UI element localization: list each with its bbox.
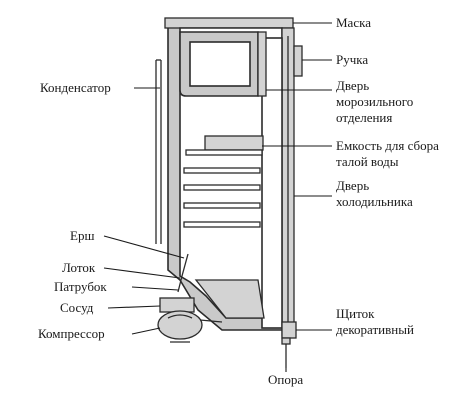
label-emkost-2: талой воды: [336, 154, 399, 169]
door-handle: [293, 45, 303, 77]
melt-water-tray: [185, 135, 264, 156]
mask-strip: [164, 17, 294, 29]
brush: [181, 253, 189, 277]
refrigerator-door: [261, 27, 295, 337]
label-patrubok: Патрубок: [54, 279, 107, 294]
condenser: [155, 59, 162, 244]
label-shitok-2: декоративный: [336, 322, 414, 337]
label-maska: Маска: [336, 15, 371, 30]
freezer-interior: [189, 41, 251, 87]
label-sosud: Сосуд: [60, 300, 94, 315]
label-dver-hol-1: Дверь: [336, 178, 369, 193]
label-kompressor: Компрессор: [38, 326, 105, 341]
water-vessel: [159, 297, 195, 313]
support-foot: [281, 337, 291, 368]
leader-lines: [103, 22, 332, 372]
label-dver-moroz-1: Дверь: [336, 78, 369, 93]
decorative-shield: [281, 321, 297, 339]
label-emkost-1: Емкость для сбора: [336, 138, 439, 153]
label-ersh: Ерш: [70, 228, 94, 243]
label-lotok: Лоток: [62, 260, 96, 275]
label-dver-moroz-3: отделения: [336, 110, 392, 125]
bottom-crisper: [194, 279, 265, 319]
label-ruchka: Ручка: [336, 52, 368, 67]
cabinet-body: [164, 17, 294, 331]
label-dver-moroz-2: морозильного: [336, 94, 413, 109]
label-dver-hol-2: холодильника: [336, 194, 413, 209]
label-opora: Опора: [268, 372, 303, 387]
label-shitok-1: Щиток: [336, 306, 375, 321]
compressor: [157, 310, 223, 340]
freezer-door: [257, 31, 267, 97]
drain-tube: [177, 275, 183, 293]
shelves: [183, 167, 261, 228]
label-kondensator: Конденсатор: [40, 80, 111, 95]
